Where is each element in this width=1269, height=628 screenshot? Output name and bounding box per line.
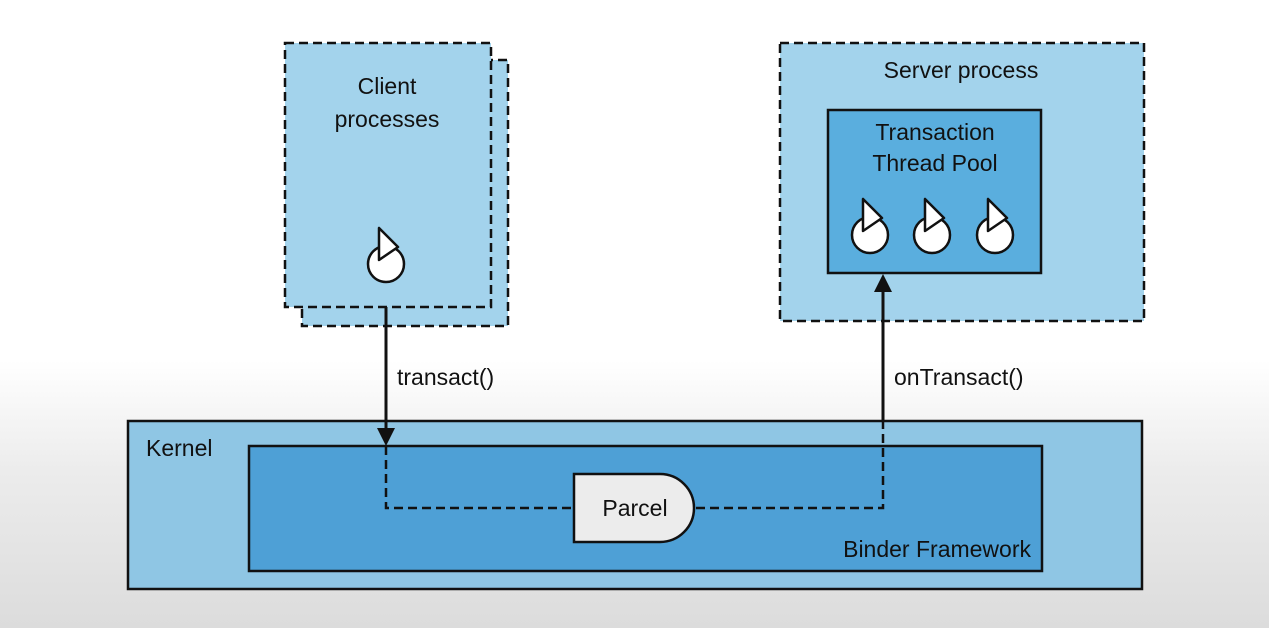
thread-pool-title-line2: Thread Pool	[872, 150, 997, 176]
on-transact-arrow: onTransact()	[874, 274, 1024, 421]
binder-framework-label: Binder Framework	[843, 536, 1031, 562]
transact-label: transact()	[397, 364, 494, 390]
transact-arrow: transact()	[377, 307, 494, 446]
parcel-shape	[572, 472, 696, 544]
transact-arrowhead	[377, 428, 395, 446]
binder-dashed-path-right	[696, 421, 885, 510]
on-transact-arrowhead	[874, 274, 892, 292]
thread-pool-title-line1: Transaction	[875, 119, 994, 145]
server-title: Server process	[884, 57, 1039, 83]
client-title-line1: Client	[358, 73, 417, 99]
kernel-label: Kernel	[146, 435, 212, 461]
client-title-line2: processes	[335, 106, 440, 132]
kernel: Kernel Binder Framework Parcel	[126, 419, 1144, 591]
server-process: Server process Transaction Thread Pool	[778, 41, 1146, 323]
parcel-label: Parcel	[602, 495, 667, 521]
on-transact-label: onTransact()	[894, 364, 1024, 390]
binder-dashed-path-left	[384, 446, 574, 510]
client-processes: Client processes	[283, 41, 510, 328]
